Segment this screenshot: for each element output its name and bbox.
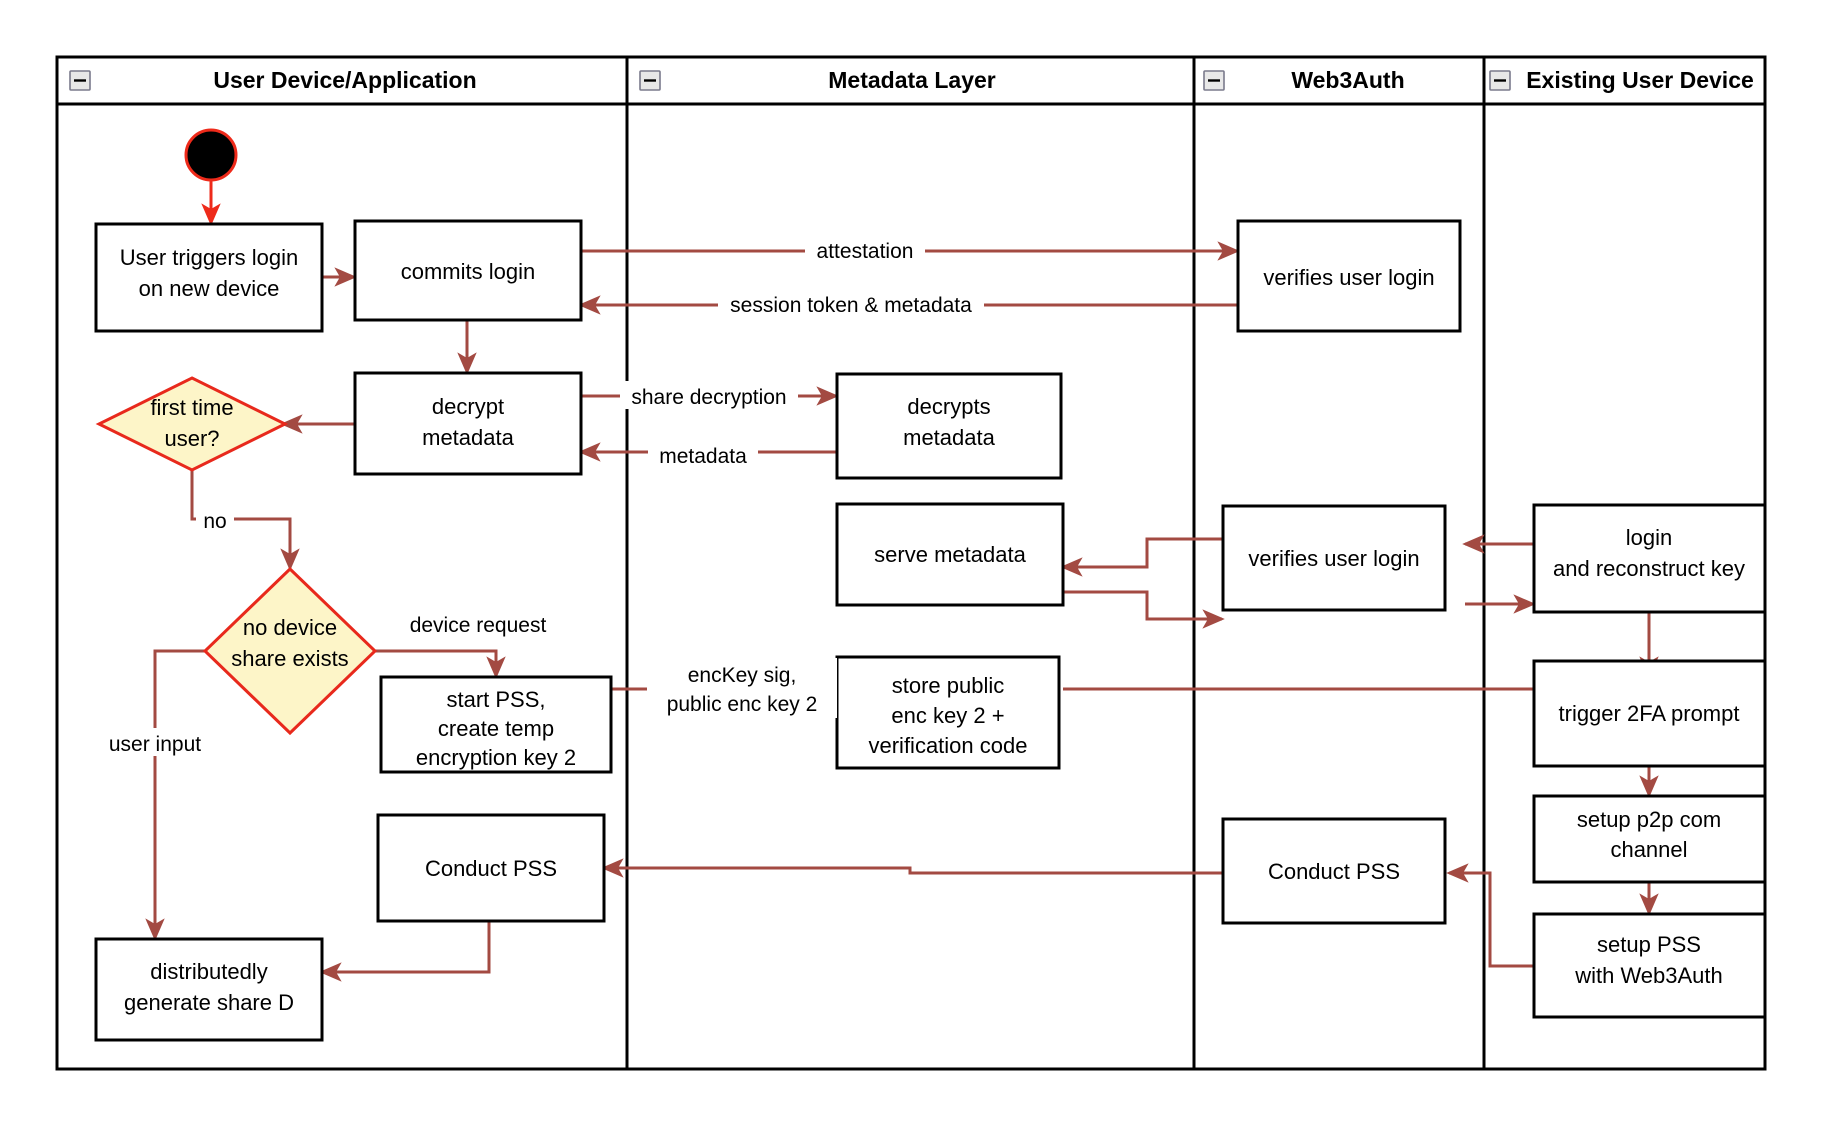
lane-header-user-device xyxy=(55,55,629,106)
edge-label-share-decryption: share decryption xyxy=(620,381,798,409)
edge-nodevice-to-generate xyxy=(145,649,206,941)
node-label-line1: setup p2p com xyxy=(1577,807,1721,832)
node-user-triggers-login[interactable]: User triggers login on new device xyxy=(94,222,324,333)
node-label-line2: channel xyxy=(1610,837,1687,862)
node-login-and-reconstruct-key[interactable]: login and reconstruct key xyxy=(1532,503,1767,614)
edge-nodevice-to-startpss xyxy=(374,649,506,679)
node-label: Conduct PSS xyxy=(1268,859,1400,884)
edge-conductpss-web3auth-to-user xyxy=(601,858,1222,878)
node-decrypt-metadata[interactable]: decrypt metadata xyxy=(353,371,583,476)
edge-label-user-input: user input xyxy=(92,728,217,756)
node-label-line1: login xyxy=(1626,525,1672,550)
node-conduct-pss-web3auth[interactable]: Conduct PSS xyxy=(1221,817,1447,925)
node-label: Conduct PSS xyxy=(425,856,557,881)
node-label: verifies user login xyxy=(1248,546,1419,571)
edge-label-metadata: metadata xyxy=(648,440,758,468)
node-label-line2: metadata xyxy=(903,425,995,450)
edge-serve-to-verifies2 xyxy=(1063,590,1225,629)
node-label-line1: User triggers login xyxy=(120,245,299,270)
node-label-line2: on new device xyxy=(139,276,280,301)
lane-header-web3auth xyxy=(1192,55,1486,106)
node-label-line3: encryption key 2 xyxy=(416,745,576,770)
edge-label-enckey-sig: encKey sig, public enc key 2 xyxy=(647,658,837,718)
lane-title-existing-device: Existing User Device xyxy=(1526,67,1754,93)
node-label-line2: with Web3Auth xyxy=(1574,963,1723,988)
node-conduct-pss-user[interactable]: Conduct PSS xyxy=(376,813,606,923)
edge-setuppss-to-conductpss-web3auth xyxy=(1446,863,1533,968)
node-label-line2: create temp xyxy=(438,716,554,741)
lane-title-user-device: User Device/Application xyxy=(213,67,476,93)
minus-icon[interactable] xyxy=(1489,70,1511,91)
node-label-line1: decrypt xyxy=(432,394,504,419)
svg-text:metadata: metadata xyxy=(659,445,747,468)
lane-title-metadata: Metadata Layer xyxy=(828,67,996,93)
lane-title-web3auth: Web3Auth xyxy=(1291,67,1404,93)
edge-label-no: no xyxy=(196,505,234,533)
node-label-line2: and reconstruct key xyxy=(1553,556,1745,581)
node-first-time-user-decision[interactable]: first time user? xyxy=(95,376,289,472)
node-label-line1: setup PSS xyxy=(1597,932,1701,957)
edge-label-session-token: session token & metadata xyxy=(718,289,984,317)
lane-header-metadata xyxy=(625,55,1196,106)
node-label: verifies user login xyxy=(1263,265,1434,290)
node-label-line1: first time xyxy=(150,395,233,420)
node-trigger-2fa-prompt[interactable]: trigger 2FA prompt xyxy=(1532,659,1767,768)
minus-icon[interactable] xyxy=(639,70,661,91)
node-label: serve metadata xyxy=(874,542,1026,567)
node-setup-p2p-com-channel[interactable]: setup p2p com channel xyxy=(1532,794,1767,884)
node-label-line2: enc key 2 + xyxy=(891,703,1004,728)
lane-header-existing-device xyxy=(1482,55,1767,106)
node-label-line2: metadata xyxy=(422,425,514,450)
node-label-line1: store public xyxy=(892,673,1005,698)
svg-text:no: no xyxy=(203,510,226,533)
node-distributedly-generate-share-d[interactable]: distributedly generate share D xyxy=(94,937,324,1042)
edge-firsttime-to-nodevice xyxy=(190,470,300,571)
node-label-line1: no device xyxy=(243,615,337,640)
svg-text:share decryption: share decryption xyxy=(631,386,786,409)
node-label-line1: distributedly xyxy=(150,959,267,984)
node-commits-login[interactable]: commits login xyxy=(353,219,583,322)
node-store-public-enc-key[interactable]: store public enc key 2 + verification co… xyxy=(835,655,1061,770)
node-label-line2: user? xyxy=(164,426,219,451)
node-label-line3: verification code xyxy=(869,733,1028,758)
edge-conductpss-user-to-generate xyxy=(319,921,491,982)
node-label-line1: decrypts xyxy=(907,394,990,419)
node-serve-metadata[interactable]: serve metadata xyxy=(835,502,1065,607)
svg-text:encKey sig,: encKey sig, xyxy=(688,664,797,687)
edge-verifies2-to-serve xyxy=(1060,537,1222,577)
node-label: commits login xyxy=(401,259,535,284)
node-label-line2: share exists xyxy=(231,646,348,671)
node-verifies-user-login-2[interactable]: verifies user login xyxy=(1221,504,1447,612)
node-start-pss[interactable]: start PSS, create temp encryption key 2 xyxy=(379,675,613,774)
node-verifies-user-login-1[interactable]: verifies user login xyxy=(1236,219,1462,333)
minus-icon[interactable] xyxy=(1203,70,1225,91)
svg-text:device request: device request xyxy=(410,614,547,637)
node-label-line2: generate share D xyxy=(124,990,294,1015)
node-label-line1: start PSS, xyxy=(446,687,545,712)
svg-text:attestation: attestation xyxy=(817,240,914,263)
svg-text:session token & metadata: session token & metadata xyxy=(730,294,972,317)
node-setup-pss-with-web3auth[interactable]: setup PSS with Web3Auth xyxy=(1532,912,1767,1019)
node-label: trigger 2FA prompt xyxy=(1559,701,1740,726)
edge-label-device-request: device request xyxy=(396,609,560,637)
svg-text:user input: user input xyxy=(109,733,201,756)
node-decrypts-metadata[interactable]: decrypts metadata xyxy=(835,372,1063,480)
minus-icon[interactable] xyxy=(69,70,91,91)
node-no-device-share-exists-decision[interactable]: no device share exists xyxy=(202,566,378,736)
lane-metadata-layer[interactable]: Metadata Layer xyxy=(625,55,1196,1071)
svg-text:public enc key 2: public enc key 2 xyxy=(667,693,818,716)
initial-node[interactable] xyxy=(184,128,238,182)
edge-label-attestation: attestation xyxy=(805,235,925,263)
